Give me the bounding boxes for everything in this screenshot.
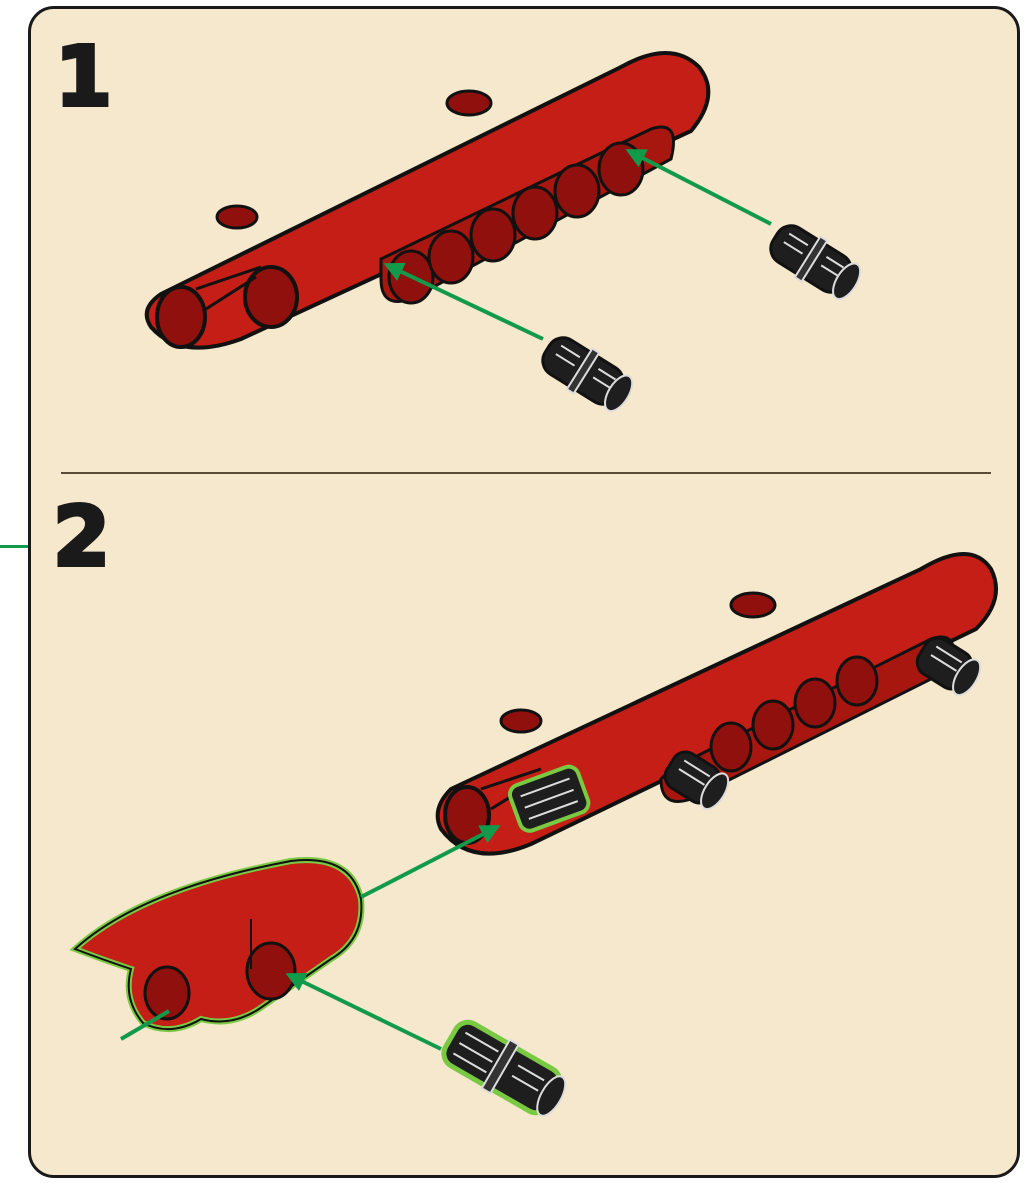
step-2-illustration bbox=[69, 552, 998, 1117]
instruction-illustration bbox=[69, 51, 998, 1117]
step-1-illustration bbox=[144, 51, 862, 413]
callout-connector bbox=[0, 545, 34, 548]
red-panel-beam bbox=[144, 51, 711, 350]
black-friction-pin bbox=[769, 224, 862, 301]
assembly-arrow bbox=[360, 825, 501, 899]
hidden-pin-arrow bbox=[119, 1009, 171, 1041]
step-divider bbox=[61, 472, 991, 474]
black-friction-pin bbox=[541, 336, 634, 413]
insert-arrow-1 bbox=[625, 149, 772, 226]
pin-arrow bbox=[285, 973, 442, 1051]
step-1-number: 1 bbox=[53, 30, 114, 125]
instruction-panel: 1 2 bbox=[28, 6, 1020, 1178]
insert-arrow-2 bbox=[383, 262, 544, 341]
red-panel-beam-assembly bbox=[435, 552, 998, 856]
step-2-number: 2 bbox=[51, 490, 112, 585]
black-axle-pin bbox=[441, 1019, 567, 1117]
red-panel-end-piece bbox=[69, 857, 365, 1032]
